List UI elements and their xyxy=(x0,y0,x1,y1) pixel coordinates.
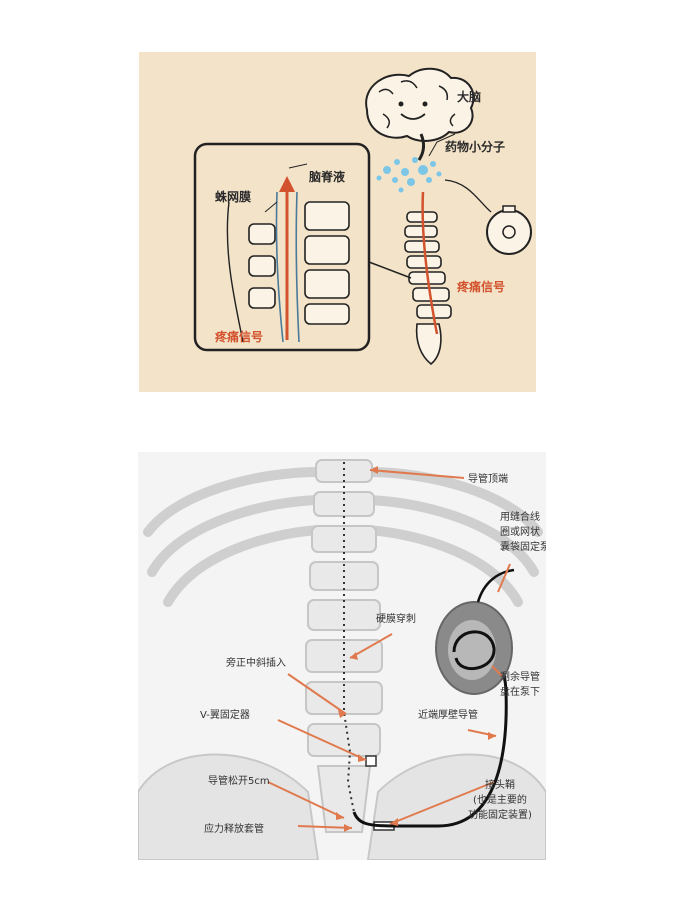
label-catheter-tip: 导管顶端 xyxy=(468,470,508,485)
label-arachnoid: 蛛网膜 xyxy=(215,188,251,205)
pump-icon xyxy=(487,206,531,254)
label-excess-catheter: 剩余导管 盘在泵下 xyxy=(500,670,540,700)
label-paramedian-insertion: 旁正中斜插入 xyxy=(226,654,286,669)
top-diagram-panel: 大脑 药物小分子 脑脊液 蛛网膜 疼痛信号 疼痛信号 xyxy=(139,52,536,392)
label-brain: 大脑 xyxy=(457,88,481,105)
v-wing-anchor-icon xyxy=(366,756,376,766)
label-catheter-slack: 导管松开5cm xyxy=(208,772,270,787)
label-connector: 接头鞘 (也是主要的 功能固定装置) xyxy=(468,778,532,823)
label-proximal-thick-catheter: 近端厚壁导管 xyxy=(418,706,478,721)
label-pump-fix: 用缝合线 圈或网状 囊袋固定泵 xyxy=(500,510,546,555)
label-drug-molecules: 药物小分子 xyxy=(445,138,505,155)
drug-molecules xyxy=(377,157,442,193)
label-v-wing-anchor: V-翼固定器 xyxy=(200,706,250,721)
label-pain-signal-inset: 疼痛信号 xyxy=(215,328,263,345)
label-pain-signal-spine: 疼痛信号 xyxy=(457,278,505,295)
label-strain-relief: 应力释放套管 xyxy=(204,820,264,835)
label-csf: 脑脊液 xyxy=(309,168,345,185)
bottom-diagram-panel: 导管顶端 用缝合线 圈或网状 囊袋固定泵 硬膜穿刺 旁正中斜插入 剩余导管 盘在… xyxy=(138,452,546,860)
label-dural-puncture: 硬膜穿刺 xyxy=(376,610,416,625)
